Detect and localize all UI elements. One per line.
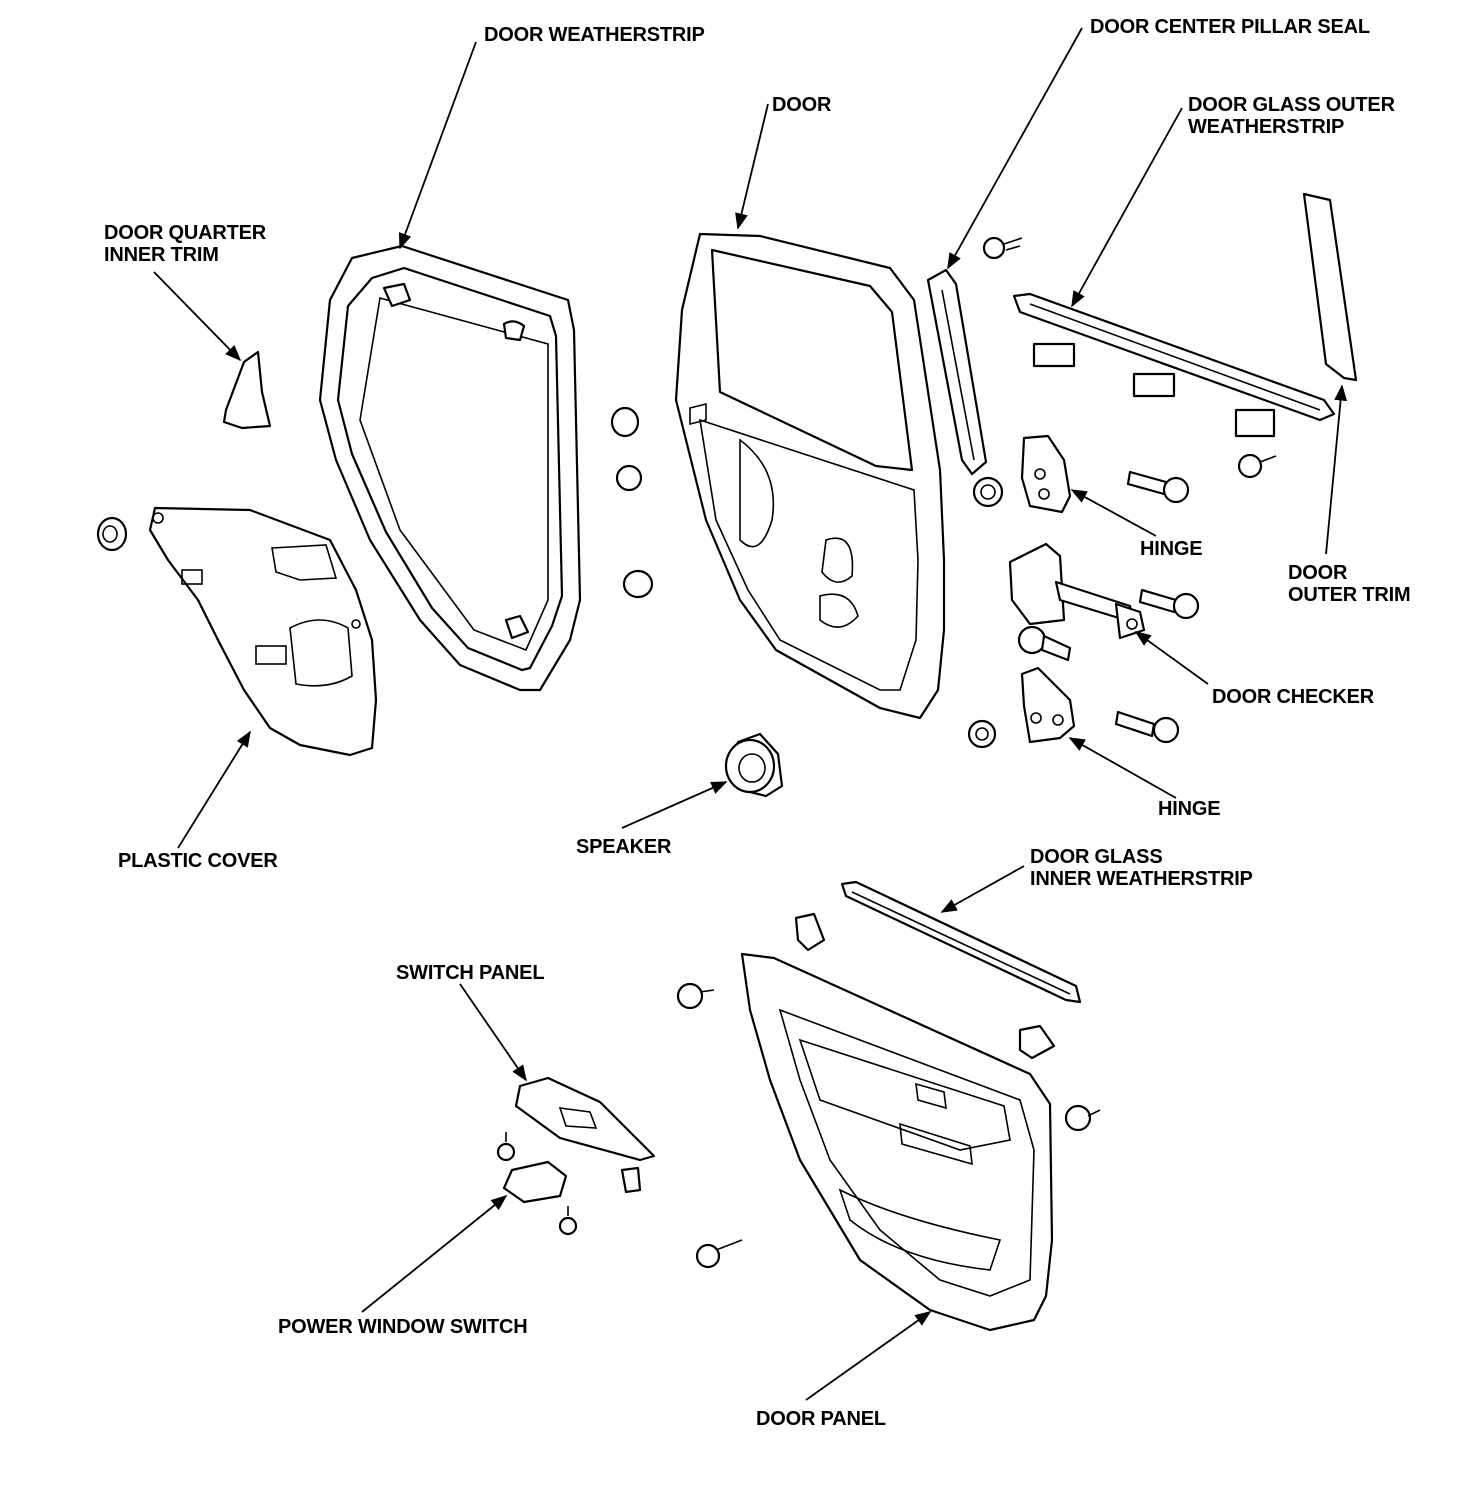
label-door: DOOR [772, 94, 832, 116]
switch-panel-part [514, 1076, 656, 1162]
label-line: DOOR GLASS OUTER [1188, 94, 1395, 116]
label-hinge-upper: HINGE [1140, 538, 1203, 560]
door-center-pillar-seal-part [926, 268, 988, 476]
label-line: WEATHERSTRIP [1188, 116, 1345, 138]
clip-right [1018, 1024, 1056, 1060]
plug-3 [622, 569, 654, 599]
label-line: INNER TRIM [104, 244, 219, 266]
screw-right-upper [1237, 453, 1277, 479]
label-door-center-pillar-seal: DOOR CENTER PILLAR SEAL [1090, 16, 1370, 38]
label-door-glass-inner-weatherstrip: DOOR GLASS INNER WEATHERSTRIP [1030, 846, 1253, 890]
label-door-checker: DOOR CHECKER [1212, 686, 1375, 708]
label-door-panel: DOOR PANEL [756, 1408, 886, 1430]
bolt-hinge-upper [1126, 470, 1190, 504]
label-door-quarter-inner-trim: DOOR QUARTER INNER TRIM [104, 222, 266, 266]
screw-switch-bottom [558, 1206, 578, 1236]
clip-switch [620, 1166, 642, 1194]
label-line: OUTER TRIM [1288, 584, 1411, 606]
nut-lower-left [967, 719, 997, 749]
leader-door-weatherstrip [398, 41, 477, 250]
leader-door-outer-trim [1325, 384, 1348, 555]
label-line: DOOR GLASS [1030, 846, 1163, 868]
label-plastic-cover: PLASTIC COVER [118, 850, 278, 872]
power-window-switch-part [502, 1160, 568, 1204]
leader-door-quarter-inner-trim [153, 271, 242, 362]
label-door-outer-trim: DOOR OUTER TRIM [1288, 562, 1411, 606]
label-door-weatherstrip: DOOR WEATHERSTRIP [484, 24, 705, 46]
grommet-left [96, 516, 128, 552]
plug-1 [610, 406, 640, 438]
screw-switch-top [496, 1132, 516, 1162]
bolt-checker-right [1138, 588, 1200, 620]
door-part [674, 232, 946, 720]
screw-panel-bottom [695, 1239, 743, 1269]
door-panel-part [740, 952, 1054, 1332]
leader-door-panel [805, 1311, 932, 1401]
leader-door-center-pillar-seal [947, 27, 1083, 270]
hinge-upper-part [1020, 434, 1072, 514]
door-checker-part [1008, 542, 1146, 640]
label-door-glass-outer-weatherstrip: DOOR GLASS OUTER WEATHERSTRIP [1188, 94, 1395, 138]
door-glass-inner-weatherstrip-part [840, 880, 1082, 1004]
label-line: DOOR QUARTER [104, 222, 267, 244]
label-power-window-switch: POWER WINDOW SWITCH [278, 1316, 528, 1338]
leader-switch-panel [459, 983, 527, 1082]
leader-power-window-switch [361, 1194, 508, 1313]
label-speaker: SPEAKER [576, 836, 672, 858]
door-quarter-inner-trim-part [222, 350, 272, 430]
leader-plastic-cover [177, 730, 251, 849]
label-line: DOOR [1288, 562, 1348, 584]
label-line: INNER WEATHERSTRIP [1030, 868, 1253, 890]
leader-hinge-upper [1070, 489, 1157, 537]
door-outer-trim-part [1302, 192, 1358, 382]
plastic-cover-part [148, 506, 378, 757]
door-weatherstrip-part [318, 244, 582, 692]
bolt-checker-left [1017, 625, 1072, 662]
door-glass-outer-weatherstrip-part [1012, 292, 1336, 438]
leader-speaker [621, 781, 728, 829]
hinge-lower-part [1020, 666, 1076, 744]
leader-door [735, 103, 769, 230]
plug-2 [615, 464, 643, 492]
screw-top [982, 236, 1023, 260]
nut-upper-left [972, 476, 1004, 508]
label-switch-panel: SWITCH PANEL [396, 962, 545, 984]
screw-panel-left [676, 982, 715, 1010]
leader-door-glass-outer-weatherstrip [1071, 107, 1183, 308]
leader-hinge-lower [1068, 737, 1177, 799]
bolt-hinge-lower [1114, 710, 1180, 744]
speaker-part [724, 732, 784, 798]
label-hinge-lower: HINGE [1158, 798, 1221, 820]
leader-door-glass-inner-weatherstrip [940, 865, 1025, 913]
leader-door-checker [1134, 631, 1209, 685]
clip-top [794, 912, 826, 952]
screw-panel-right [1064, 1104, 1101, 1132]
